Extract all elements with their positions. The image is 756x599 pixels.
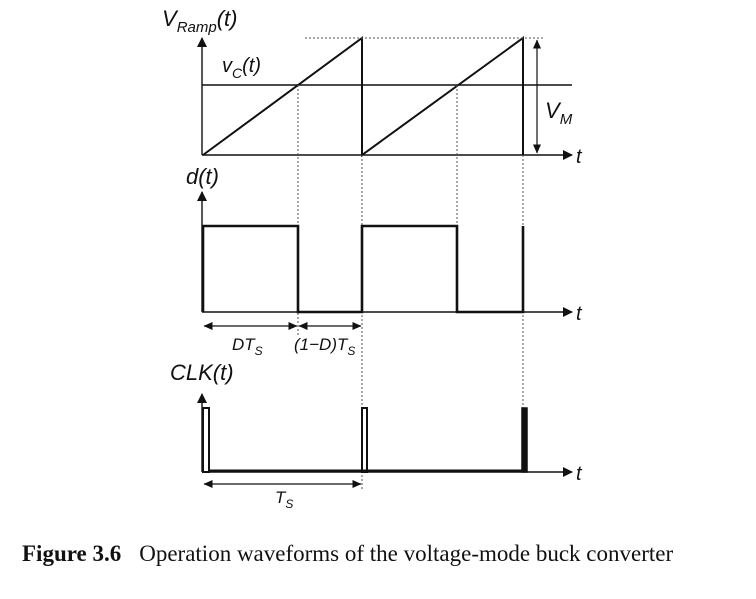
vramp-label: VRamp(t) — [162, 6, 237, 36]
t-axis-label-2: t — [576, 303, 583, 325]
d-label: d(t) — [186, 164, 219, 189]
one-minus-d-label: (1−D)TS — [294, 335, 355, 358]
clk-pulse-3 — [521, 407, 528, 473]
vm-label: VM — [545, 98, 573, 128]
vc-label: vC(t) — [222, 55, 261, 81]
t-axis-label-3: t — [576, 463, 583, 485]
timing-guides — [297, 85, 524, 490]
clk-pulse-1 — [202, 407, 210, 473]
duty-panel: d(t) t DTS (1−D)TS — [186, 164, 583, 358]
caption-text: Operation waveforms of the voltage-mode … — [139, 541, 674, 566]
figure-number: Figure 3.6 — [22, 541, 122, 566]
d-waveform — [201, 224, 525, 314]
waveform-svg: VRamp(t) vC(t) VM t d(t) t — [162, 6, 583, 511]
ramp-panel: VRamp(t) vC(t) VM t — [162, 6, 583, 168]
t-axis-label-1: t — [576, 146, 583, 168]
clk-label: CLK(t) — [170, 360, 234, 385]
dts-label: DTS — [232, 335, 263, 358]
figure-caption: Figure 3.6 Operation waveforms of the vol… — [22, 541, 752, 567]
clk-pulse-2 — [361, 407, 368, 473]
clock-panel: CLK(t) t TS — [170, 360, 583, 511]
ts-label: TS — [275, 488, 293, 511]
